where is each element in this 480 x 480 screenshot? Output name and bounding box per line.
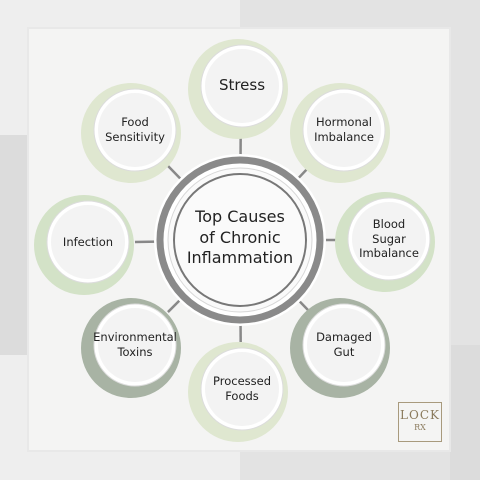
center-title: Top Causes of Chronic Inflammation [186,206,294,268]
logo-rx-text: RX [414,423,426,432]
cause-node-6 [34,195,134,295]
background-band-left [0,135,30,355]
lock-rx-logo: LOCK RX [398,402,442,442]
cause-label-2: Blood Sugar Imbalance [359,216,419,261]
cause-node-7 [81,83,181,183]
spoke-7 [166,164,183,181]
center-hub [154,154,326,326]
cause-circles [34,39,435,442]
cause-node-5 [81,298,181,398]
cause-node-4 [188,342,288,442]
cause-label-6: Infection [62,234,114,249]
cause-node-0 [188,39,288,139]
background-band-right [450,345,480,480]
cause-label-7: Food Sensitivity [105,115,165,144]
cause-label-0: Stress [218,76,266,95]
cause-label-4: Processed Foods [213,374,271,403]
spoke-3 [297,299,311,313]
cause-node-1 [290,83,390,183]
spoke-5 [167,298,182,313]
logo-lock-text: LOCK [400,408,440,422]
cause-node-3 [290,298,390,398]
cause-node-2 [335,192,435,292]
cause-label-5: Environmental Toxins [93,330,177,359]
cause-label-3: Damaged Gut [316,330,372,359]
cause-label-1: Hormonal Imbalance [314,115,374,144]
